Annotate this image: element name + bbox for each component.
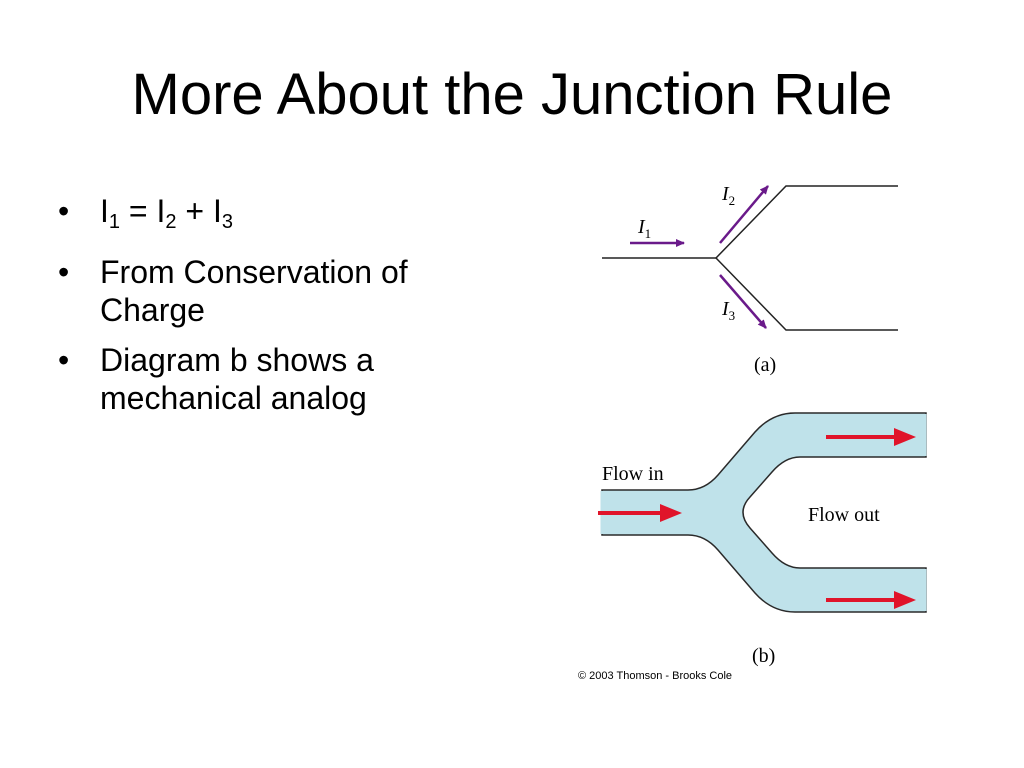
label-i3: I3 [721,298,735,323]
eq-equals: = [128,193,148,229]
eq-i3: I [212,193,222,229]
bullet-text: From Conservation of Charge [100,254,408,328]
flow-out-arrow-bottom [826,591,916,609]
bullet-dot: • [58,342,70,378]
label-i2: I2 [721,183,735,208]
diagram-b: Flow in Flow out (b) [598,412,927,667]
bullet-text: Diagram b shows a mechanical analog [100,342,374,416]
eq-plus: + [185,193,205,229]
slide-title: More About the Junction Rule [131,62,893,127]
caption-b: (b) [752,645,775,667]
wire-upper-branch [715,185,898,259]
caption-a: (a) [754,354,776,376]
bullet-dot: • [58,254,70,290]
current-i3-arrow [719,274,767,329]
eq-sub3: 3 [221,211,233,233]
bullet-equation: • I1 = I2 + I3 [58,192,508,241]
bullet-conservation: • From Conservation of Charge [58,253,508,329]
bullet-list: • I1 = I2 + I3 • From Conservation of Ch… [58,192,508,429]
diagram-a: I1 I2 I3 (a) [602,183,898,376]
flow-out-label: Flow out [808,504,880,526]
copyright-text: © 2003 Thomson - Brooks Cole [578,670,733,682]
flow-in-arrow [598,504,682,522]
eq-i2: I [156,193,166,229]
label-i1: I1 [637,216,651,241]
flow-out-arrow-top [826,428,916,446]
bullet-analog: • Diagram b shows a mechanical analog [58,341,508,417]
wire-lower-branch [715,257,898,331]
eq-sub1: 1 [108,211,121,233]
current-i2-arrow [719,185,769,244]
eq-sub2: 2 [165,211,177,233]
eq-i1: I [100,193,109,229]
flow-in-label: Flow in [602,463,664,485]
bullet-dot: • [58,193,70,229]
